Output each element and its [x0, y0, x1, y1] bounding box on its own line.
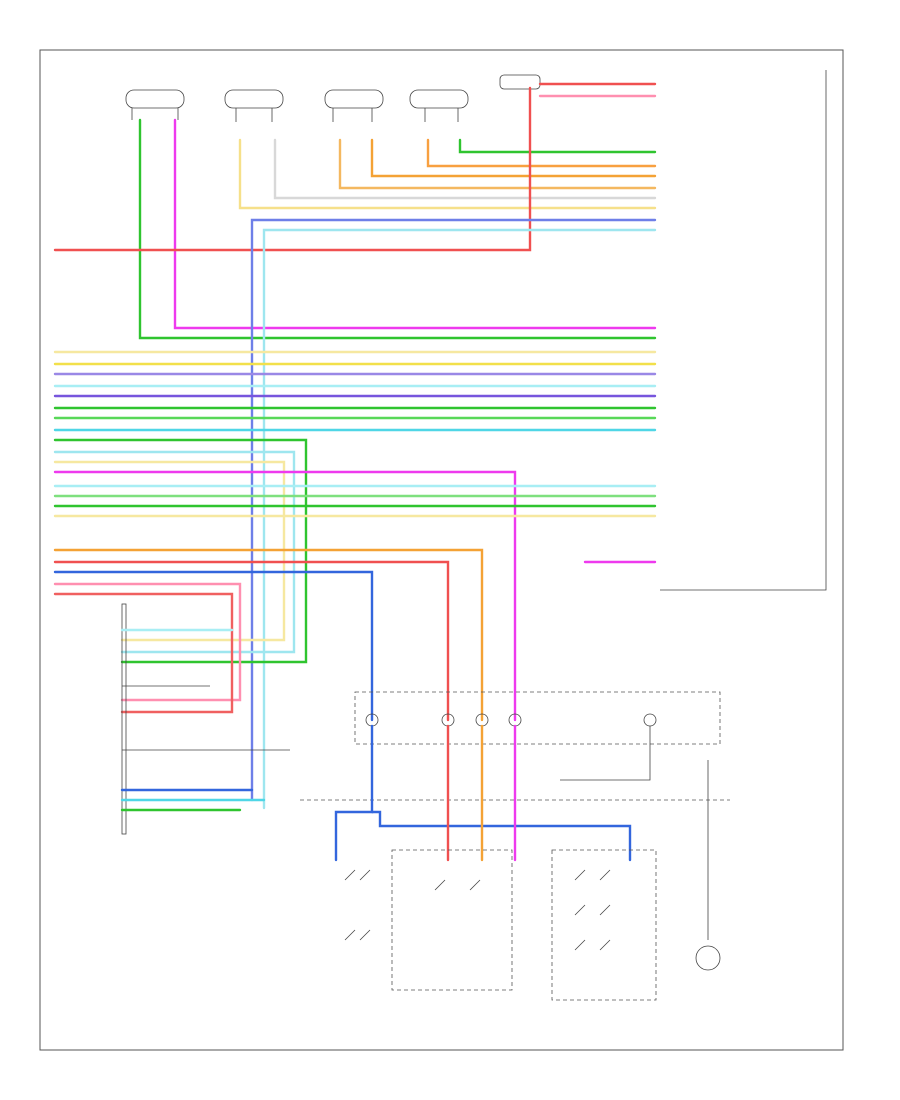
wire-red-1 — [53, 86, 532, 252]
right-controls-box — [391, 849, 513, 991]
wire-orange-1 — [338, 138, 657, 190]
speaker-icon — [409, 89, 469, 122]
wire-cyan-4 — [53, 450, 296, 654]
wire-group-top — [53, 82, 657, 810]
wire-orange-2 — [370, 138, 657, 178]
wire-gray-1 — [273, 138, 657, 200]
speaker-icon — [324, 89, 384, 122]
speaker-group — [125, 74, 541, 122]
switch-icon — [344, 869, 611, 951]
wire-yellow-1 — [238, 138, 657, 210]
ground-icon — [695, 945, 721, 971]
wire-green-2 — [458, 138, 657, 154]
fuse-block-icon — [499, 74, 541, 90]
wire-red-3 — [53, 560, 450, 722]
wire-magenta-2 — [53, 470, 517, 722]
wire-group-middle — [53, 350, 657, 722]
steering-wires — [334, 724, 709, 940]
wire-orange-3 — [426, 138, 657, 168]
connector-icon — [643, 713, 657, 727]
wire-green-1 — [138, 118, 657, 340]
wire-group-lower — [53, 548, 657, 722]
wire-cyan-1 — [262, 228, 657, 810]
interface-module-rows — [120, 628, 290, 812]
speaker-icon — [224, 89, 284, 122]
wire-orange-4 — [53, 548, 484, 722]
left-controls-box — [551, 849, 657, 1001]
wire-blue-1 — [250, 218, 657, 802]
diagram-frame — [39, 49, 844, 1051]
wire-pink-2 — [53, 582, 242, 702]
wire-magenta-1 — [173, 118, 657, 330]
speaker-icon — [125, 89, 185, 120]
wire-red-4 — [53, 592, 234, 714]
clockspring-assembly — [354, 691, 721, 745]
interface-module-edge — [121, 603, 127, 835]
radio-module-outline — [660, 70, 827, 591]
wire-blue-2 — [53, 570, 374, 722]
